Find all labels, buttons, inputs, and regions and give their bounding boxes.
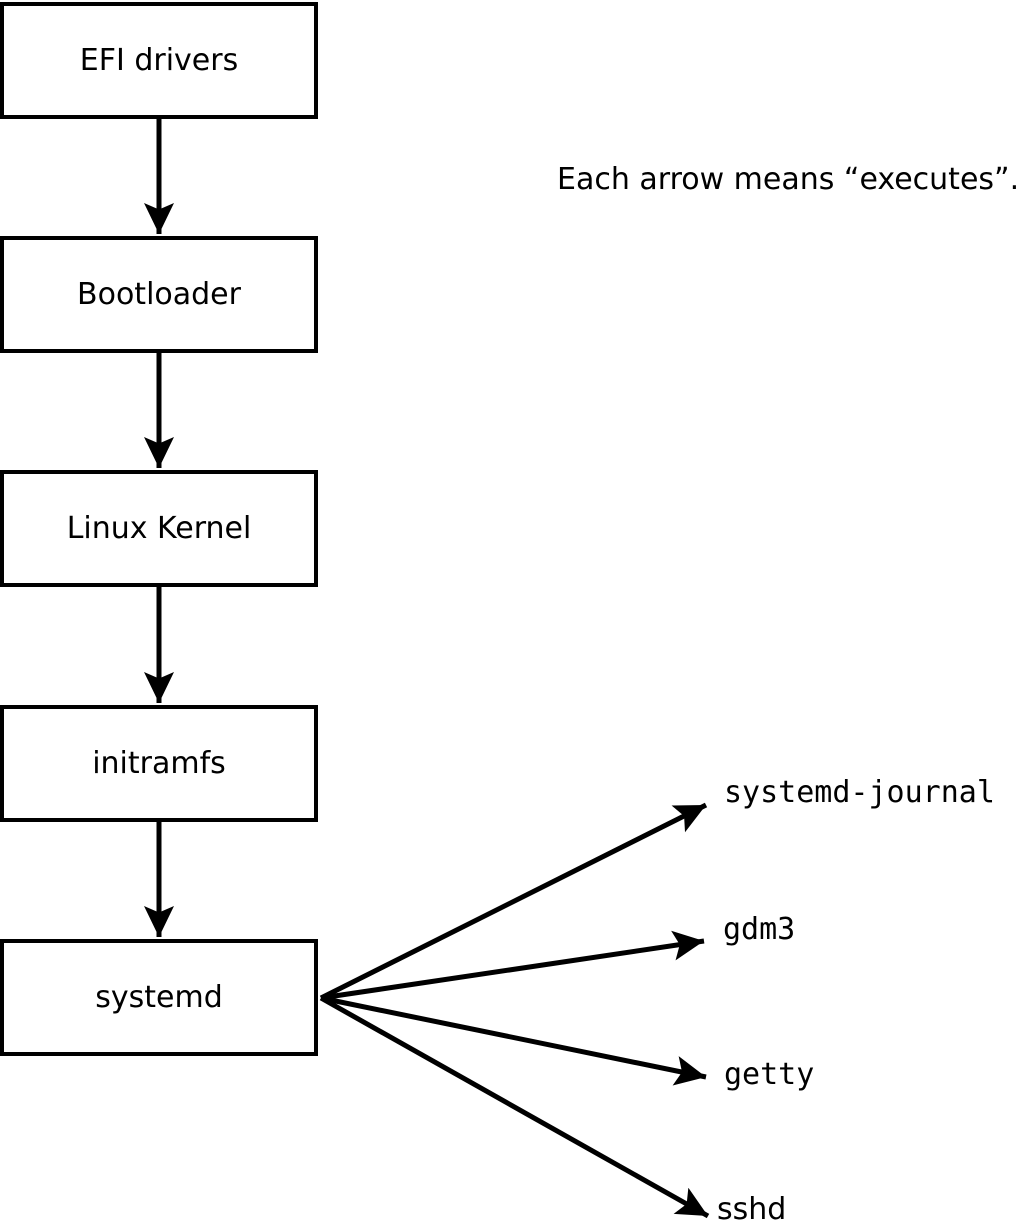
node-efi-drivers: EFI drivers: [0, 2, 318, 119]
spawn-label-systemd-journal: systemd-journal: [724, 775, 995, 810]
node-linux-kernel-label: Linux Kernel: [66, 510, 252, 546]
arrow-systemd-to-getty: [320, 995, 707, 1086]
arrow-systemd-to-systemd-journal: [319, 802, 708, 1001]
arrow-systemd-to-gdm3: [320, 930, 705, 1001]
node-systemd-label: systemd: [95, 979, 223, 1015]
node-initramfs-label: initramfs: [92, 745, 226, 781]
node-bootloader-label: Bootloader: [77, 276, 241, 312]
spawn-label-getty: getty: [724, 1057, 815, 1092]
node-systemd: systemd: [0, 939, 318, 1056]
spawn-label-sshd: sshd: [717, 1192, 787, 1227]
node-initramfs: initramfs: [0, 705, 318, 822]
spawn-label-gdm3: gdm3: [723, 912, 796, 947]
node-efi-drivers-label: EFI drivers: [79, 42, 239, 78]
node-bootloader: Bootloader: [0, 236, 318, 353]
arrow-meaning-note: Each arrow means “executes”.: [557, 162, 1020, 197]
node-linux-kernel: Linux Kernel: [0, 470, 318, 587]
arrow-systemd-to-sshd: [319, 995, 710, 1219]
